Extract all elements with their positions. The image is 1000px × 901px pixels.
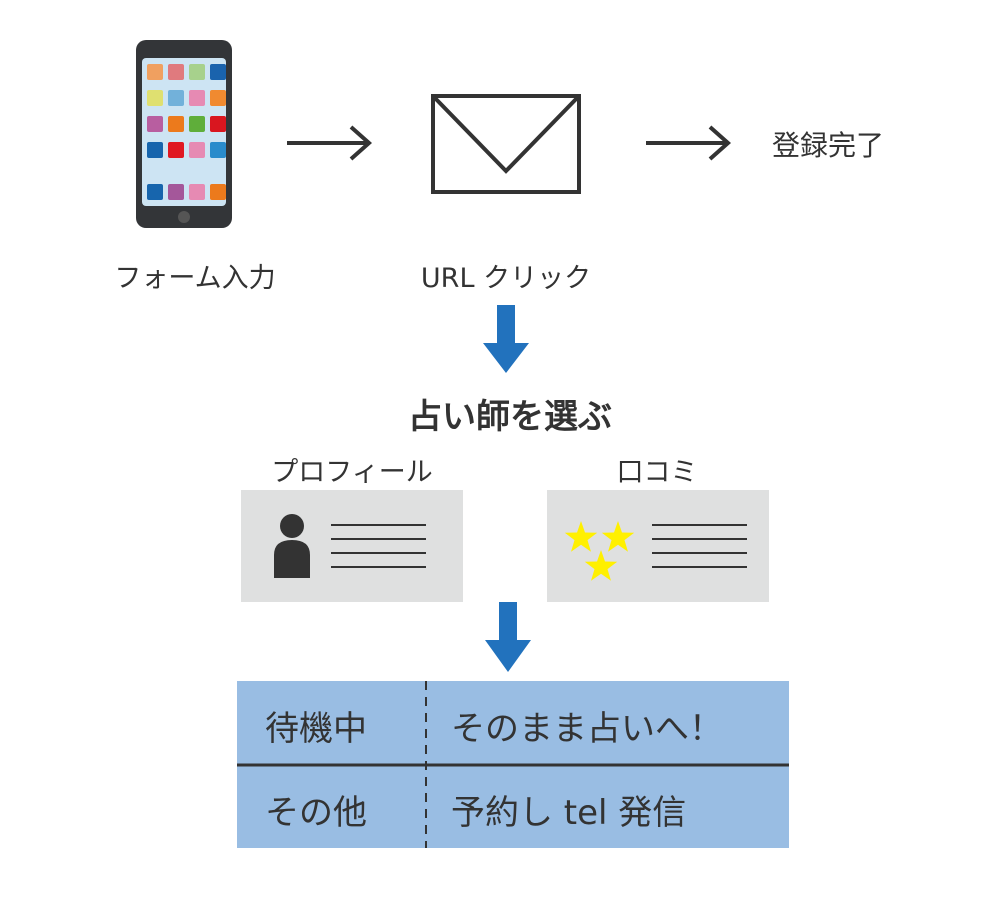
choose-title: 占い師を選ぶ — [408, 397, 612, 437]
smartphone-icon — [136, 40, 232, 228]
action-cell: 予約し tel 発信 — [451, 793, 687, 833]
table-lines — [237, 681, 789, 848]
registered-label: 登録完了 — [771, 129, 885, 162]
profile-label: プロフィール — [271, 457, 433, 488]
profile-card — [241, 490, 463, 602]
reviews-label: 口コミ — [616, 457, 698, 488]
status-cell: その他 — [265, 793, 367, 833]
down-arrow-icon — [483, 305, 529, 373]
down-arrow-icon — [485, 602, 531, 672]
status-cell: 待機中 — [265, 709, 367, 749]
reviews-card — [547, 490, 769, 602]
action-cell: そのまま占いへ！ — [451, 709, 723, 749]
star-icon — [601, 521, 635, 552]
right-arrow-icon — [646, 125, 732, 161]
form-input-label: フォーム入力 — [114, 263, 276, 294]
person-icon — [274, 514, 426, 578]
star-icon — [564, 521, 598, 552]
stars-icon — [564, 521, 747, 581]
status-table: 待機中 そのまま占いへ！ その他 予約し tel 発信 — [237, 681, 789, 848]
star-icon — [584, 550, 618, 581]
envelope-icon — [431, 94, 581, 194]
url-click-label: URL クリック — [420, 263, 592, 294]
right-arrow-icon — [287, 125, 373, 161]
